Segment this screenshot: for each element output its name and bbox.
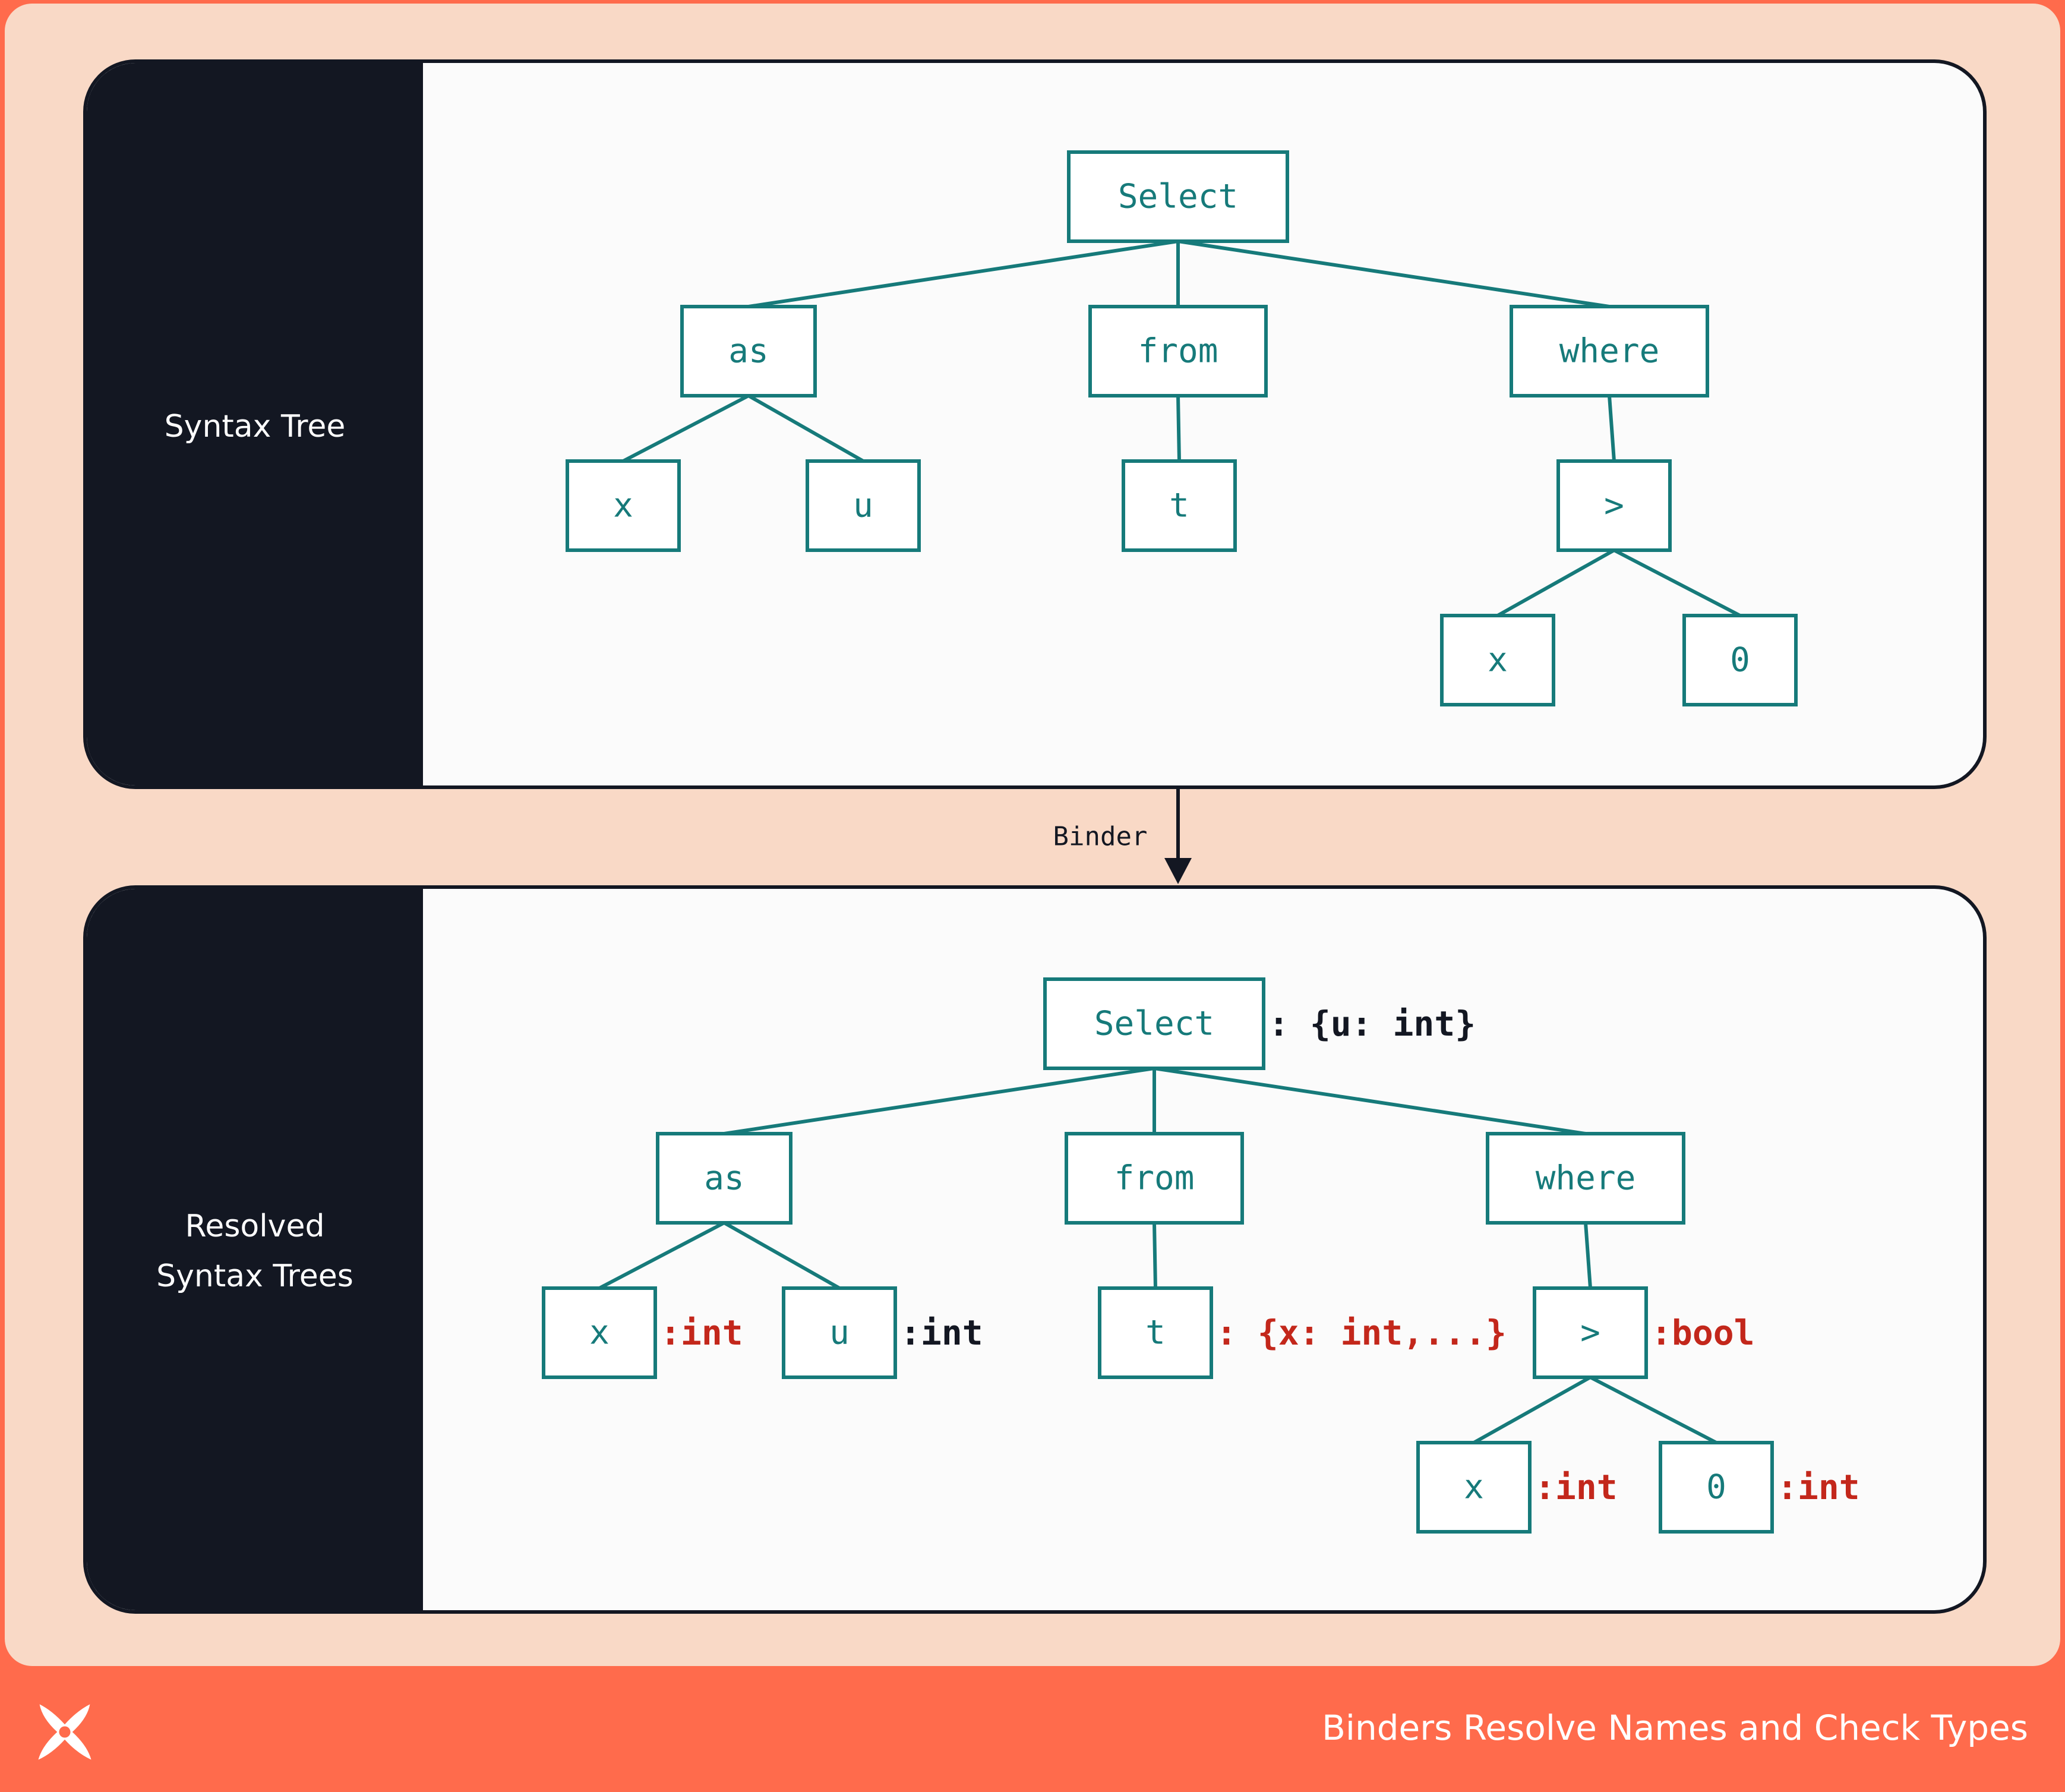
resolved-type-annotation-u: :int [900, 1313, 983, 1353]
resolved-edge-select-as [724, 1067, 1155, 1135]
resolved-type-annotation-select: : {u: int} [1268, 1004, 1476, 1044]
resolved-edge-gt-zero [1589, 1375, 1717, 1444]
syntax-node-label-t: t [1169, 487, 1189, 525]
syntax-node-label-gt: > [1604, 487, 1624, 525]
resolved-node-u: u :int [782, 1286, 983, 1379]
syntax-edge-select-where [1177, 239, 1610, 308]
resolved-node-t: t : {x: int,...} [1098, 1286, 1507, 1379]
resolved-node-zero: 0 :int [1659, 1441, 1860, 1534]
brand-logo-icon [38, 1704, 91, 1760]
syntax-edge-select-as [748, 239, 1179, 308]
binder-label: Binder [1053, 822, 1148, 852]
resolved-type-annotation-zero: :int [1777, 1467, 1860, 1507]
syntax-tree-label: Syntax Tree [164, 409, 346, 444]
resolved-type-annotation-x2: :int [1534, 1467, 1618, 1507]
resolved-label-line-1: Resolved [185, 1209, 325, 1244]
syntax-node-gt: > [1556, 459, 1672, 552]
syntax-node-box-as [680, 305, 817, 397]
resolved-node-label-select: Select [1094, 1005, 1214, 1043]
syntax-tree-sidebar: Syntax Tree [87, 63, 423, 785]
resolved-node-label-t: t [1145, 1314, 1166, 1352]
syntax-node-label-where: where [1559, 332, 1660, 371]
syntax-node-label-x2: x [1488, 641, 1508, 680]
binder-arrow-head [1164, 858, 1192, 884]
resolved-edge-as-x1 [598, 1221, 725, 1290]
resolved-node-label-where: where [1536, 1159, 1636, 1198]
resolved-node-x2: x :int [1416, 1441, 1618, 1534]
syntax-node-label-select: Select [1118, 178, 1238, 216]
resolved-edge-where-gt [1584, 1222, 1592, 1289]
syntax-tree-panel: Syntax Tree [83, 59, 1987, 789]
syntax-edge-from-t [1176, 395, 1181, 462]
syntax-node-as: as [680, 305, 817, 397]
resolved-node-box-gt [1533, 1286, 1648, 1379]
syntax-node-label-from: from [1138, 332, 1218, 371]
syntax-edge-gt-x2 [1496, 548, 1615, 617]
resolved-node-box-x2 [1416, 1441, 1532, 1534]
syntax-node-select: Select [1067, 150, 1289, 243]
syntax-node-label-zero: 0 [1730, 641, 1750, 680]
syntax-node-box-select [1067, 150, 1289, 243]
syntax-node-box-x1 [566, 459, 681, 552]
syntax-node-from: from [1088, 305, 1268, 397]
resolved-node-where: where [1486, 1132, 1685, 1225]
syntax-node-label-u: u [853, 487, 873, 525]
resolved-node-select: Select : {u: int} [1043, 977, 1476, 1070]
resolved-type-annotation-t: : {x: int,...} [1216, 1313, 1507, 1353]
syntax-edge-where-gt [1608, 395, 1616, 462]
resolved-syntax-tree: Select : {u: int} as from where x :int u :int t : … [542, 977, 1860, 1534]
syntax-node-x2: x [1440, 614, 1555, 706]
resolved-type-annotation-x1: :int [660, 1313, 743, 1353]
syntax-edge-as-u [747, 394, 864, 463]
resolved-node-box-as [656, 1132, 792, 1225]
resolved-edge-gt-x2 [1473, 1375, 1592, 1444]
syntax-node-zero: 0 [1682, 614, 1798, 706]
syntax-node-u: u [806, 459, 921, 552]
resolved-node-x1: x :int [542, 1286, 743, 1379]
resolved-edge-select-where [1154, 1067, 1586, 1135]
syntax-node-where: where [1510, 305, 1709, 397]
resolved-node-label-x2: x [1464, 1468, 1484, 1507]
syntax-node-box-where [1510, 305, 1709, 397]
resolved-node-box-where [1486, 1132, 1685, 1225]
resolved-syntax-trees-sidebar: Resolved Syntax Trees [87, 889, 423, 1610]
resolved-node-label-x1: x [589, 1314, 610, 1352]
syntax-node-box-x2 [1440, 614, 1555, 706]
resolved-node-box-t [1098, 1286, 1213, 1379]
resolved-node-from: from [1065, 1132, 1244, 1225]
resolved-node-label-u: u [829, 1314, 850, 1352]
syntax-node-t: t [1122, 459, 1237, 552]
resolved-node-box-from [1065, 1132, 1244, 1225]
syntax-node-x1: x [566, 459, 681, 552]
resolved-node-label-gt: > [1580, 1314, 1600, 1352]
resolved-node-label-zero: 0 [1706, 1468, 1726, 1507]
syntax-edge-as-x1 [622, 394, 750, 463]
footer-title: Binders Resolve Names and Check Types [1322, 1708, 2028, 1748]
syntax-node-label-x1: x [613, 487, 633, 525]
resolved-node-box-zero [1659, 1441, 1774, 1534]
resolved-node-box-u [782, 1286, 897, 1379]
resolved-node-gt: > :bool [1533, 1286, 1755, 1379]
resolved-node-box-x1 [542, 1286, 657, 1379]
binder-arrow: Binder [1053, 789, 1192, 884]
resolved-node-as: as [656, 1132, 792, 1225]
syntax-node-label-as: as [728, 332, 768, 371]
syntax-node-box-gt [1556, 459, 1672, 552]
syntax-tree: Select as from where x u t > x 0 [566, 150, 1798, 706]
syntax-node-box-t [1122, 459, 1237, 552]
resolved-edge-from-t [1153, 1222, 1157, 1289]
resolved-type-annotation-gt: :bool [1651, 1313, 1755, 1353]
syntax-node-box-u [806, 459, 921, 552]
syntax-node-box-from [1088, 305, 1268, 397]
resolved-label-line-2: Syntax Trees [156, 1258, 353, 1294]
resolved-node-label-from: from [1114, 1159, 1195, 1198]
syntax-edge-gt-zero [1613, 548, 1741, 617]
syntax-node-box-zero [1682, 614, 1798, 706]
resolved-edge-as-u [723, 1221, 841, 1290]
resolved-node-box-select [1043, 977, 1265, 1070]
resolved-node-label-as: as [704, 1159, 744, 1198]
